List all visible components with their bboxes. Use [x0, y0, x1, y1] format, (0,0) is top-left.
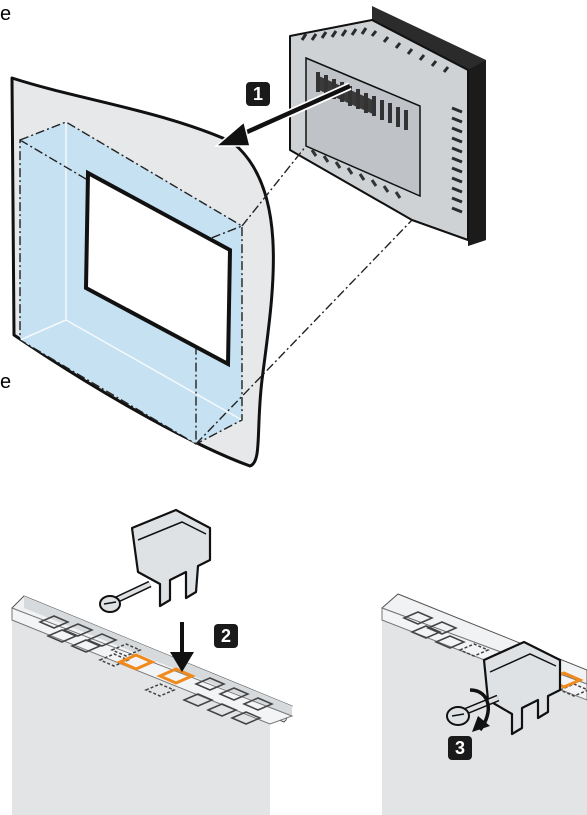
mounting-panel	[10, 76, 275, 468]
rail-slots-left	[38, 615, 274, 725]
step-badge-2: 2	[214, 624, 238, 648]
panel-opening	[83, 169, 233, 368]
rail-face-left	[12, 620, 270, 815]
hmi-device	[289, 6, 486, 246]
cropped-text-middle: e	[0, 371, 12, 393]
device-vent-side	[451, 106, 463, 214]
highlight-slots-left	[116, 653, 196, 685]
mounting-clip	[99, 508, 212, 613]
move-arrow-icon	[213, 82, 352, 147]
svg-text:3: 3	[455, 738, 465, 758]
cropped-text-top: e	[0, 3, 12, 25]
clip-screw	[99, 580, 152, 613]
insert-arrow-icon	[170, 622, 194, 672]
svg-text:2: 2	[221, 626, 231, 646]
mounting-rail-left	[11, 595, 294, 815]
rotate-arrow-icon	[469, 688, 490, 732]
rail-face-right	[382, 620, 587, 815]
step-badge-3: 3	[448, 736, 472, 760]
seated-clip	[446, 640, 562, 736]
svg-text:1: 1	[253, 84, 263, 104]
step-badge-1: 1	[246, 82, 270, 106]
cutout-back-edges	[19, 122, 243, 421]
device-vent-top	[300, 27, 450, 73]
projection-lines	[195, 145, 413, 445]
rail-slots-right	[402, 611, 587, 697]
